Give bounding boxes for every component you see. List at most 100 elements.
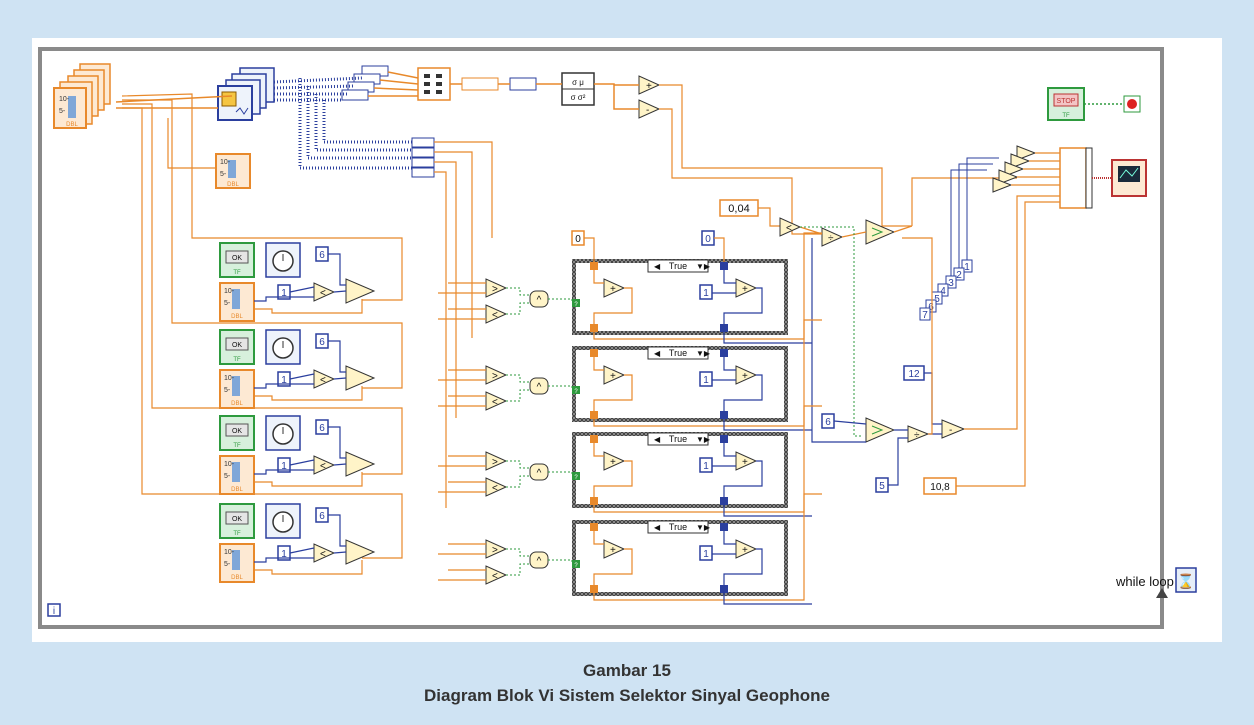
- diagram-canvas: i ⌛ 10- 5- DBL σ μ σ: [32, 38, 1222, 642]
- svg-text:True: True: [669, 434, 687, 444]
- const-one: 1: [700, 458, 712, 472]
- case-selector[interactable]: ◀True▼▶: [648, 521, 711, 533]
- svg-text:10-: 10-: [224, 375, 235, 382]
- figure-title: Diagram Blok Vi Sistem Selektor Sinyal G…: [0, 686, 1254, 706]
- svg-text:▼▶: ▼▶: [696, 435, 711, 444]
- stopwatch-icon: [266, 243, 300, 277]
- svg-text:+: +: [742, 371, 748, 382]
- svg-text:6: 6: [319, 337, 325, 348]
- less-node: <: [486, 305, 506, 323]
- svg-text:2: 2: [956, 270, 962, 281]
- svg-text:10-: 10-: [220, 159, 231, 166]
- dbl-control[interactable]: 10-5-DBL: [220, 456, 254, 494]
- figure-number: Gambar 15: [0, 661, 1254, 681]
- greater-node: >: [486, 452, 506, 470]
- less-node: <: [314, 456, 334, 474]
- svg-text:σ σ²: σ σ²: [571, 93, 586, 102]
- greater-node: >: [486, 366, 506, 384]
- svg-text:+: +: [610, 457, 616, 468]
- case-structure: ◀True▼▶?++1: [572, 520, 788, 596]
- const-six: 6: [316, 420, 328, 434]
- and-node: ^: [530, 291, 548, 307]
- select-node: [346, 540, 374, 564]
- const-zero: 0: [702, 231, 714, 245]
- svg-text:12: 12: [908, 369, 920, 380]
- build-array-block: [418, 68, 450, 100]
- svg-text:>: >: [492, 284, 498, 295]
- svg-text:^: ^: [537, 382, 542, 393]
- svg-text:▼▶: ▼▶: [696, 523, 711, 532]
- svg-text:+: +: [742, 545, 748, 556]
- svg-text:^: ^: [537, 295, 542, 306]
- svg-text:10-: 10-: [224, 549, 235, 556]
- svg-text:5-: 5-: [59, 108, 66, 115]
- svg-text:+: +: [742, 457, 748, 468]
- svg-text:5-: 5-: [220, 171, 227, 178]
- const-six-right: 6: [822, 414, 834, 428]
- loop-iteration-label: i: [53, 606, 55, 617]
- less-than-threshold: <: [780, 218, 800, 236]
- svg-text:▼▶: ▼▶: [696, 262, 711, 271]
- stopwatch-icon: [266, 504, 300, 538]
- const-six: 6: [316, 508, 328, 522]
- svg-text:>: >: [492, 545, 498, 556]
- bundle-index-constants: 1 2 3 4 5 6 7: [920, 260, 972, 321]
- stopwatch-icon: [266, 330, 300, 364]
- hourglass-icon: ⌛: [1177, 573, 1194, 590]
- svg-text:+: +: [646, 81, 652, 92]
- svg-text:1: 1: [703, 549, 709, 560]
- svg-text:<: <: [492, 483, 498, 494]
- svg-text:<: <: [320, 461, 326, 472]
- const-five: 5: [876, 478, 888, 492]
- svg-text:6: 6: [825, 417, 831, 428]
- svg-text:-: -: [646, 105, 649, 116]
- svg-text:<: <: [492, 571, 498, 582]
- case-selector[interactable]: ◀True▼▶: [648, 433, 711, 445]
- stop-control[interactable]: STOP TF: [1048, 88, 1084, 120]
- dbl-control[interactable]: 10- 5- DBL: [220, 370, 254, 408]
- svg-text:◀: ◀: [654, 523, 661, 532]
- svg-text:TF: TF: [233, 443, 241, 449]
- const-offset: 10,8: [924, 478, 956, 494]
- greater-node: >: [486, 540, 506, 558]
- svg-text:>: >: [492, 457, 498, 468]
- case-structure: ◀True▼▶?++1: [572, 432, 788, 508]
- svg-text:+: +: [610, 371, 616, 382]
- dbl-control[interactable]: 10-5-DBL: [220, 544, 254, 582]
- case-structure: ◀True▼▶?++1: [572, 259, 788, 335]
- const-one: 1: [700, 285, 712, 299]
- svg-text:5-: 5-: [224, 387, 231, 394]
- less-node: <: [486, 566, 506, 584]
- svg-text:◀: ◀: [654, 262, 661, 271]
- stats-block: σ μ σ σ²: [562, 73, 594, 105]
- dbl-control-secondary[interactable]: 10- 5- DBL: [216, 154, 250, 188]
- svg-text:10-: 10-: [224, 461, 235, 468]
- case-selector[interactable]: ◀True▼▶: [648, 260, 711, 272]
- svg-text:<: <: [786, 223, 792, 234]
- const-one: 1: [700, 546, 712, 560]
- dbl-control[interactable]: 10-5-DBL: [220, 283, 254, 321]
- svg-text:STOP: STOP: [1057, 98, 1076, 105]
- svg-text:1: 1: [703, 461, 709, 472]
- svg-text:OK: OK: [232, 516, 242, 523]
- svg-text:6: 6: [319, 423, 325, 434]
- svg-text:DBL: DBL: [231, 401, 243, 407]
- const-six: 6: [316, 247, 328, 261]
- case-selector[interactable]: ◀True▼▶: [648, 347, 711, 359]
- svg-text:OK: OK: [232, 342, 242, 349]
- dyn-convert-1: [462, 78, 498, 90]
- case-structure: ◀True▼▶?++1: [572, 346, 788, 422]
- divide-node: ÷: [822, 228, 842, 246]
- loop-condition-arrow: [1156, 588, 1168, 598]
- waveform-graph-terminal: [1112, 160, 1146, 196]
- svg-text:True: True: [669, 348, 687, 358]
- convert-top-group: [342, 66, 388, 100]
- svg-text:5: 5: [879, 481, 885, 492]
- svg-text:10,8: 10,8: [930, 482, 950, 493]
